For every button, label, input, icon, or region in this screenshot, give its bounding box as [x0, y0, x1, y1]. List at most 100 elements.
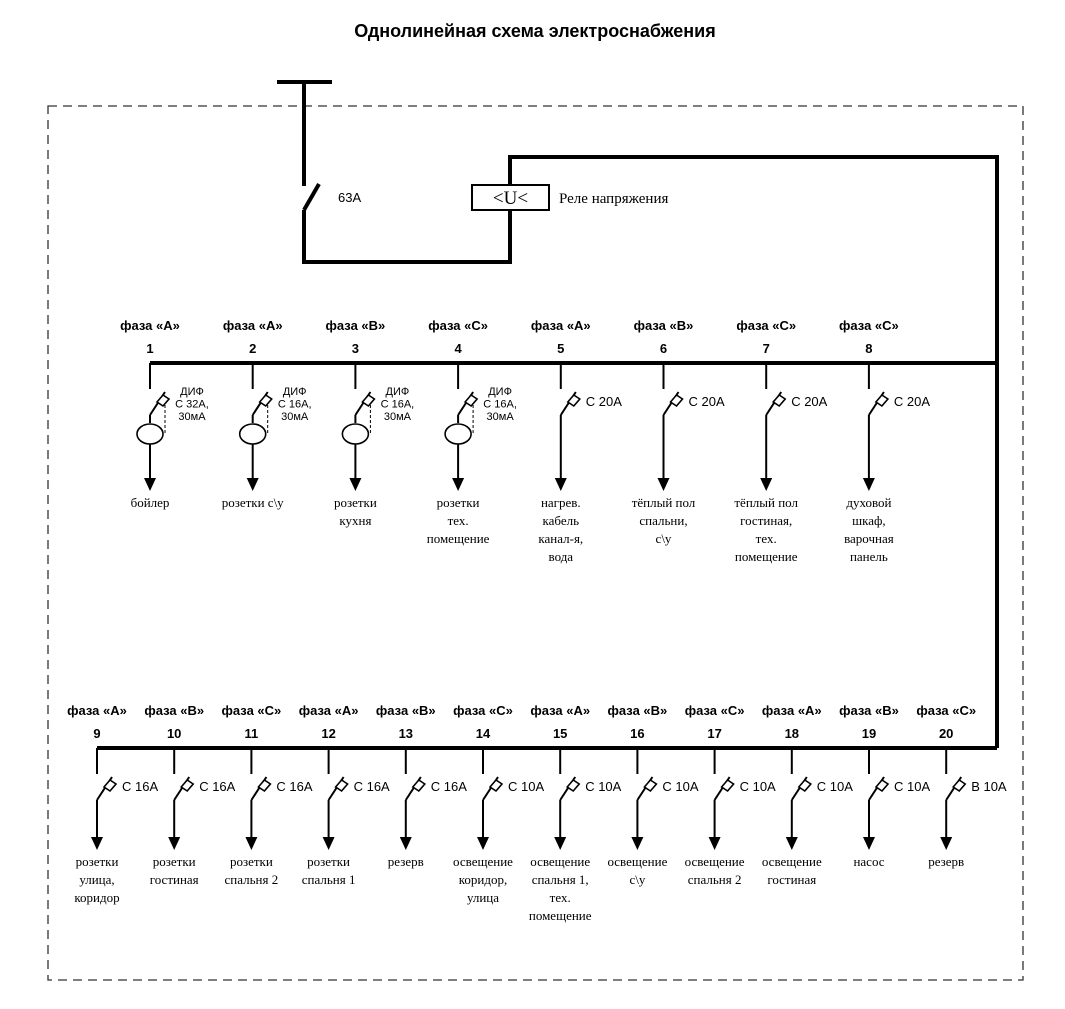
feeder-load-label: спальня 2 [688, 872, 742, 887]
feeder-load-label: улица [467, 890, 499, 905]
feeder-load-label: розетки [334, 495, 377, 510]
feeder-rating: 30мА [281, 411, 309, 423]
voltage-relay-symbol: <U< [493, 188, 528, 209]
feeder-load-label: бойлер [131, 495, 170, 510]
feeder-load-label: освещение [685, 854, 745, 869]
feeder-load-label: кухня [339, 513, 371, 528]
feeder-load-label: вода [549, 549, 574, 564]
feeder-load-label: розетки [76, 854, 119, 869]
panel-enclosure-border [47, 105, 1024, 981]
rcbo-icon [136, 391, 171, 445]
circuit-breaker-icon [482, 776, 504, 801]
feeder-rating: С 10А [740, 779, 776, 794]
feeder-number: 8 [865, 341, 872, 356]
relay-to-bus-line [508, 155, 999, 748]
feeder-rating: С 16А, [381, 399, 415, 411]
feeder-load-label: спальня 2 [225, 872, 279, 887]
feeder-phase-label: фаза «В» [376, 703, 436, 718]
feeder-rating: В 10А [971, 779, 1007, 794]
load-arrow-icon [708, 837, 721, 850]
feeder-load-label: спальня 1, [532, 872, 589, 887]
voltage-relay: <U< [471, 184, 550, 211]
feeder-load-label: духовой [846, 495, 891, 510]
feeder-rating: С 20А [586, 394, 622, 409]
feeder-load-label: спальня 1 [302, 872, 356, 887]
feeder-load-label: помещение [427, 531, 490, 546]
feeder-load-label: гостиная [150, 872, 199, 887]
feeder-load-label: с\у [629, 872, 645, 887]
load-arrow-icon [245, 837, 258, 850]
diagram-title: Однолинейная схема электроснабжения [354, 21, 715, 41]
feeder-rating: С 20А [894, 394, 930, 409]
load-arrow-icon [554, 837, 567, 850]
feeder-rating: С 32А, [175, 399, 209, 411]
feeder-phase-label: фаза «А» [67, 703, 127, 718]
feeder-phase-label: фаза «С» [916, 703, 976, 718]
load-arrow-icon [785, 837, 798, 850]
feeder-rating: 30мА [487, 411, 515, 423]
feeder-rating: С 10А [817, 779, 853, 794]
feeder-phase-label: фаза «В» [839, 703, 899, 718]
rcbo-icon [341, 391, 376, 445]
feeder-load-label: кабель [543, 513, 580, 528]
feeder-load-label: освещение [453, 854, 513, 869]
feeder-load-label: освещение [762, 854, 822, 869]
feeder-phase-label: фаза «А» [762, 703, 822, 718]
feeder-rating: С 16А [122, 779, 158, 794]
feeder-rating: С 16А, [278, 399, 312, 411]
feeder-rating: С 10А [585, 779, 621, 794]
feeder-phase-label: фаза «А» [299, 703, 359, 718]
feeder-load-label: освещение [530, 854, 590, 869]
feeder-phase-label: фаза «С» [736, 318, 796, 333]
feeder-load-label: розетки [230, 854, 273, 869]
feeder-number: 2 [249, 341, 256, 356]
main-wiring [302, 155, 999, 748]
residual-current-sensor-icon [238, 423, 267, 445]
feeder-phase-label: фаза «С» [685, 703, 745, 718]
circuit-breaker-icon [945, 776, 967, 801]
feeder-load-label: резерв [928, 854, 964, 869]
feeder-rating: ДИФ [488, 386, 512, 398]
circuit-breaker-icon [713, 776, 735, 801]
feeder-number: 9 [93, 726, 100, 741]
feeder-rating: С 16А, [483, 399, 517, 411]
feeder-number: 13 [399, 726, 413, 741]
feeder-load-label: насос [853, 854, 884, 869]
feeder-load-label: розетки с\у [222, 495, 284, 510]
load-arrow-icon [862, 478, 875, 491]
feeder-number: 7 [763, 341, 770, 356]
load-arrow-icon [477, 837, 489, 850]
feeder-phase-label: фаза «С» [839, 318, 899, 333]
rcbo-icon [444, 391, 479, 445]
load-arrow-icon [940, 837, 953, 850]
feeder-rating: С 20А [689, 394, 725, 409]
load-arrow-icon [452, 478, 465, 491]
residual-current-sensor-icon [136, 423, 164, 445]
circuit-breaker-icon [559, 776, 581, 801]
incoming-supply [277, 80, 332, 186]
feeder-number: 18 [785, 726, 799, 741]
feeder-phase-label: фаза «В» [608, 703, 668, 718]
feeder-phase-label: фаза «А» [531, 318, 591, 333]
rcbo-icon [238, 391, 273, 445]
feeder-load-label: помещение [529, 908, 592, 923]
main-breaker-icon [302, 183, 321, 211]
feeder-rating: С 10А [894, 779, 930, 794]
load-arrow-icon [91, 837, 103, 850]
circuit-breaker-icon [636, 776, 658, 801]
feeder-phase-label: фаза «В» [326, 318, 386, 333]
feeder-load-label: розетки [437, 495, 480, 510]
circuit-breaker-icon [868, 391, 890, 416]
feeder-load-label: нагрев. [541, 495, 581, 510]
feeder-load-label: коридор, [459, 872, 507, 887]
load-arrow-icon [144, 478, 156, 491]
feeder-load-label: освещение [607, 854, 667, 869]
feeder-phase-label: фаза «А» [223, 318, 283, 333]
feeder-load-label: резерв [388, 854, 424, 869]
feeder-load-label: гостиная, [740, 513, 792, 528]
